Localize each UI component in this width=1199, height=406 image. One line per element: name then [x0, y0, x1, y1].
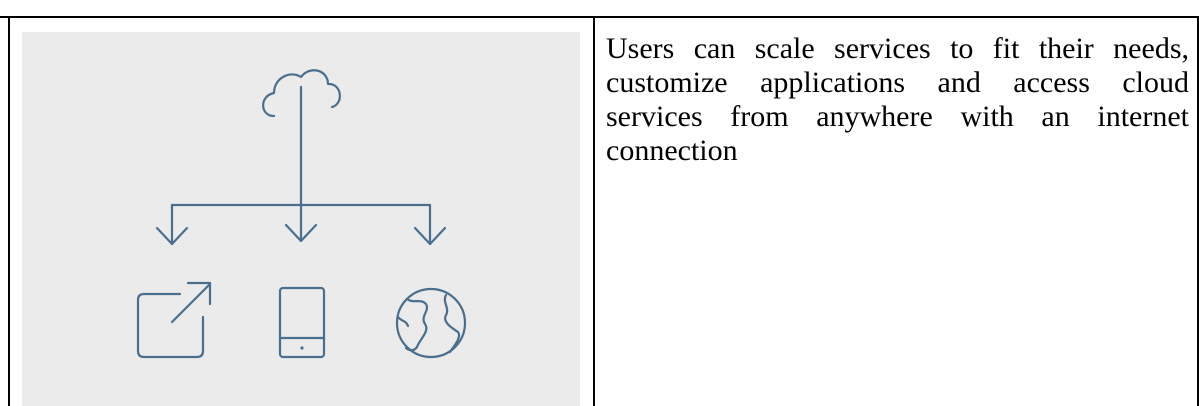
smartphone-icon — [278, 286, 326, 359]
cloud-distribution-illustration — [22, 32, 580, 406]
description-text: Users can scale services to fit their ne… — [606, 32, 1189, 167]
table-right-border — [1197, 16, 1199, 406]
table-column-divider — [593, 16, 595, 406]
connector-lines — [170, 85, 432, 246]
globe-icon — [395, 287, 467, 359]
table-left-border — [8, 16, 10, 406]
table-top-border — [0, 16, 1199, 18]
arrow-down-icon — [413, 226, 447, 246]
arrow-down-icon — [284, 223, 318, 243]
arrow-down-icon — [155, 226, 189, 246]
external-link-icon — [136, 281, 212, 359]
cloud-icon — [262, 69, 341, 118]
